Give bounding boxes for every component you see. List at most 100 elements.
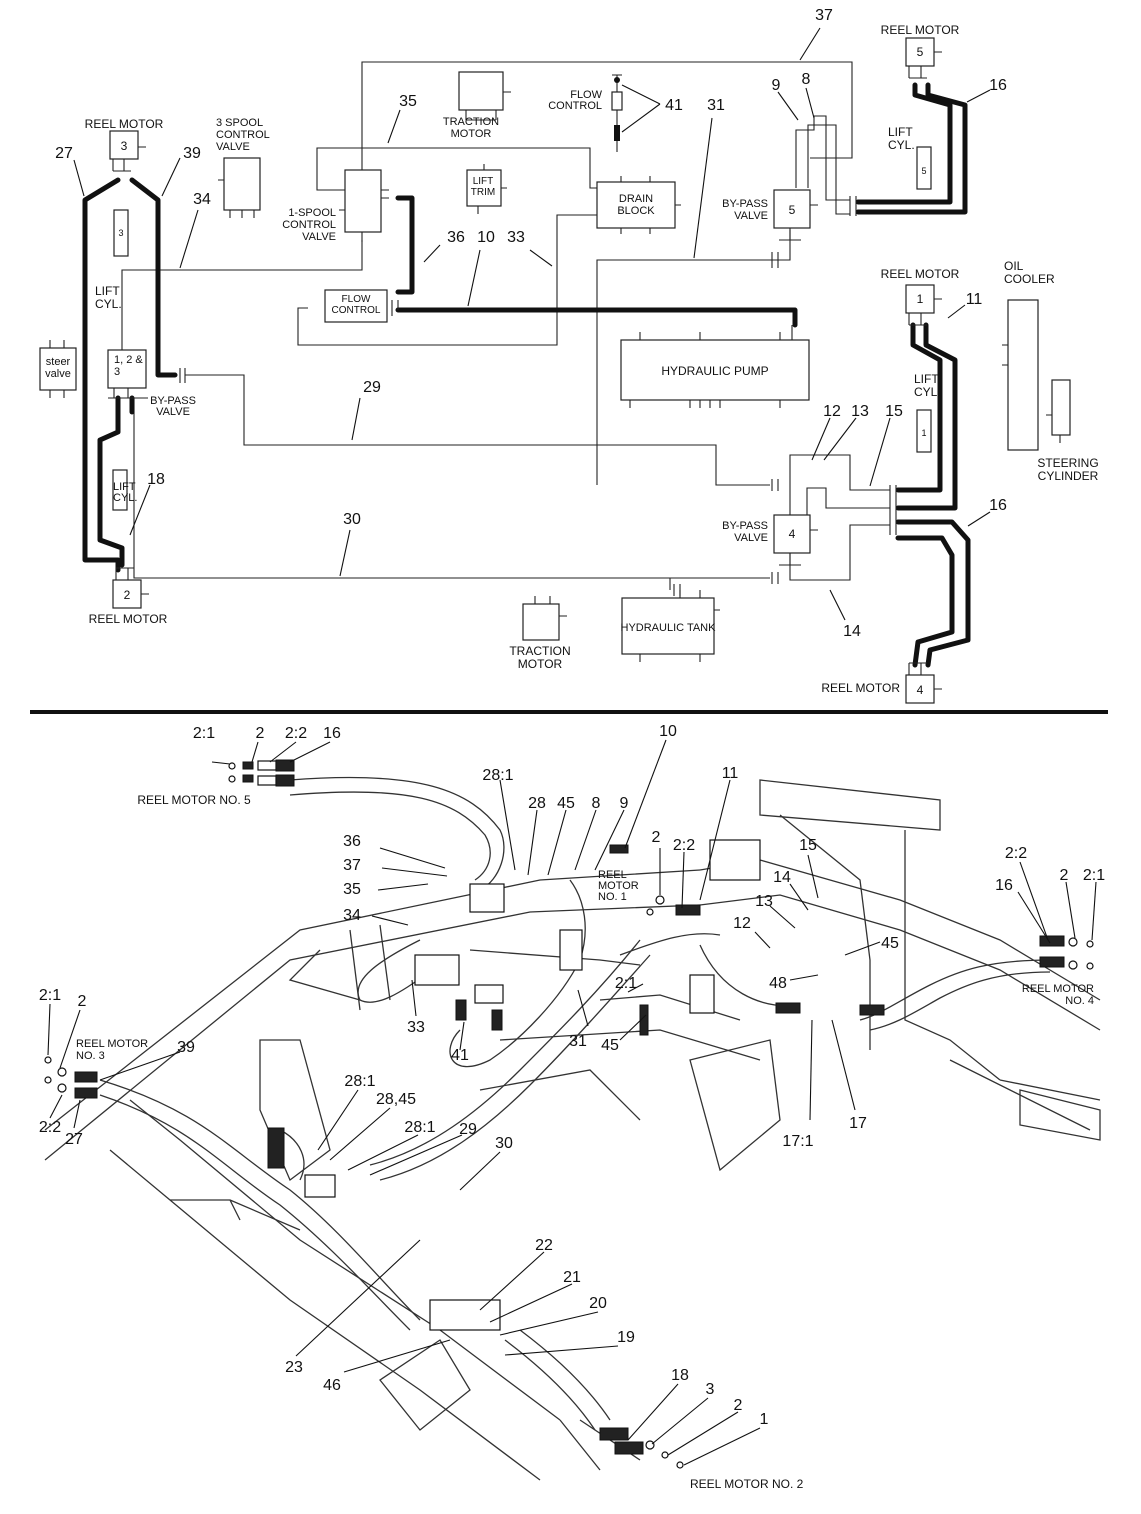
reel-motor-5-label: REEL MOTOR — [881, 23, 960, 37]
callout-27: 27 — [55, 145, 73, 162]
reel-motor-5-number: 5 — [917, 45, 924, 59]
callout-a-18: 18 — [671, 1367, 689, 1384]
oil-cooler-box — [1007, 299, 1039, 451]
reel-motor-4-label: REEL MOTOR — [821, 681, 900, 695]
lift-cyl-left-label: LIFT CYL. — [95, 285, 122, 311]
callout-a-20: 20 — [589, 1295, 607, 1312]
lift-cyl-right-top-label: LIFT CYL. — [888, 126, 915, 152]
lift-cyl-2-label-wrap: LIFT CYL. — [113, 482, 137, 504]
callout-a-39: 39 — [177, 1039, 195, 1056]
assembly-fittings — [44, 759, 1094, 1469]
lift-cyl-3-number: 3 — [118, 228, 123, 238]
bypass-4-label-wrap: BY-PASS VALVE — [722, 520, 768, 544]
assembly: REEL MOTOR NO. 5 REEL MOTOR NO. 1 REEL M… — [39, 723, 1105, 1491]
spool3-valve-box — [223, 157, 261, 211]
callout-a-17-1: 17:1 — [782, 1133, 813, 1150]
flow-control-symbols — [614, 77, 620, 141]
callout-37: 37 — [815, 7, 833, 24]
callout-a-2-1-mid: 2:1 — [615, 975, 637, 992]
bypass-5-label-wrap: BY-PASS VALVE — [722, 198, 768, 222]
callout-a-2-1-left: 2:1 — [39, 987, 61, 1004]
reel-motor-no3-label: REEL MOTOR NO. 3 — [76, 1038, 149, 1062]
callout-a-1: 1 — [760, 1411, 769, 1428]
bypass-5-number: 5 — [789, 203, 796, 217]
callout-a-2-1-right: 2:1 — [1083, 867, 1105, 884]
oil-cooler-label: OIL COOLER — [1004, 260, 1055, 286]
callout-34: 34 — [193, 191, 211, 208]
bypass-combined-label-wrap: 1, 2 & 3 — [114, 354, 143, 378]
callout-a-28-1-b: 28:1 — [404, 1119, 435, 1136]
callout-a-33: 33 — [407, 1019, 425, 1036]
callout-35: 35 — [399, 93, 417, 110]
hydraulic-tank-label: HYDRAULIC TANK — [621, 622, 717, 634]
callout-29: 29 — [363, 379, 381, 396]
callout-18: 18 — [147, 471, 165, 488]
reel-motor-2-box — [112, 579, 142, 609]
bypass-combined-text: BY-PASS VALVE — [150, 396, 196, 418]
spool1-valve-box — [344, 169, 382, 233]
callout-a-17: 17 — [849, 1115, 867, 1132]
callout-a-45-top: 45 — [557, 795, 575, 812]
reel-motor-3-label: REEL MOTOR — [85, 117, 164, 131]
flow-control-label-wrap: FLOW CONTROL — [331, 294, 381, 316]
callout-a-22: 22 — [535, 1237, 553, 1254]
callout-9: 9 — [772, 77, 781, 94]
callout-a-3: 3 — [706, 1381, 715, 1398]
traction-motor-bottom-label: TRACTION MOTOR — [509, 645, 571, 671]
callout-31: 31 — [707, 97, 725, 114]
reel-motor-3-number: 3 — [121, 139, 128, 153]
callout-a-2-2-top: 2:2 — [285, 725, 307, 742]
lift-cyl-5-number: 5 — [921, 166, 926, 176]
thick-hoses — [82, 82, 971, 668]
callout-16-top: 16 — [989, 77, 1007, 94]
traction-motor-bottom-label-wrap: TRACTION MOTOR — [509, 645, 571, 671]
flow-control-box — [324, 289, 388, 323]
callout-a-16-right: 16 — [995, 877, 1013, 894]
callout-a-37: 37 — [343, 857, 361, 874]
drain-block-label-wrap: DRAIN BLOCK — [617, 193, 654, 217]
callout-a-27: 27 — [65, 1131, 83, 1148]
callout-a-10: 10 — [659, 723, 677, 740]
callout-15: 15 — [885, 403, 903, 420]
callout-a-14: 14 — [773, 869, 791, 886]
callout-16-bottom: 16 — [989, 497, 1007, 514]
callout-a-8: 8 — [592, 795, 601, 812]
schematic-leaders — [73, 27, 991, 621]
callout-a-2-right: 2 — [1060, 867, 1069, 884]
steering-cylinder-label-wrap: STEERING CYLINDER — [1037, 457, 1099, 483]
callout-39: 39 — [183, 145, 201, 162]
callout-a-2-left: 2 — [78, 993, 87, 1010]
flow-control-top-label: FLOW CONTROL — [548, 90, 602, 112]
callout-a-45-mid: 45 — [601, 1037, 619, 1054]
reel-motor-4-number: 4 — [917, 683, 924, 697]
hydraulic-tank-box — [621, 597, 715, 655]
lift-trim-label-wrap: LIFT TRIM — [470, 176, 496, 198]
steering-cylinder-label: STEERING CYLINDER — [1037, 457, 1099, 483]
reel-motor-no1-label-wrap: REEL MOTOR NO. 1 — [598, 870, 639, 903]
bypass-5-label: BY-PASS VALVE — [722, 198, 768, 222]
lift-cyl-right-bottom-label: LIFT CYL. — [914, 373, 941, 399]
callout-a-2-2-mid: 2:2 — [673, 837, 695, 854]
traction-motor-top-label-wrap: TRACTION MOTOR — [443, 116, 499, 140]
drain-block-box — [596, 181, 676, 229]
reel-motor-no4-label: REEL MOTOR NO. 4 — [1021, 983, 1094, 1007]
lift-cyl-5-box — [916, 146, 932, 190]
assembly-hoses — [99, 776, 1051, 1431]
schematic-callouts: 37 35 41 31 9 8 16 27 39 34 36 10 33 11 … — [55, 7, 1007, 640]
callout-11: 11 — [966, 291, 983, 308]
reel-motor-3-box — [109, 130, 139, 160]
callout-a-2-mid: 2 — [652, 829, 661, 846]
assembly-leaders — [47, 739, 1097, 1466]
lift-trim-box — [466, 169, 502, 207]
spool3-label: 3 SPOOL CONTROL VALVE — [216, 117, 270, 153]
callout-a-28-1-a: 28:1 — [344, 1073, 375, 1090]
flow-control-label: FLOW CONTROL — [331, 294, 381, 316]
callout-36: 36 — [447, 229, 465, 246]
bypass-combined-label: 1, 2 & 3 — [114, 354, 143, 378]
lift-trim-label: LIFT TRIM — [470, 176, 496, 198]
callout-13: 13 — [851, 403, 869, 420]
reel-motor-2-number: 2 — [124, 588, 131, 602]
callout-a-23: 23 — [285, 1359, 303, 1376]
callout-33: 33 — [507, 229, 525, 246]
callout-a-2-top: 2 — [256, 725, 265, 742]
